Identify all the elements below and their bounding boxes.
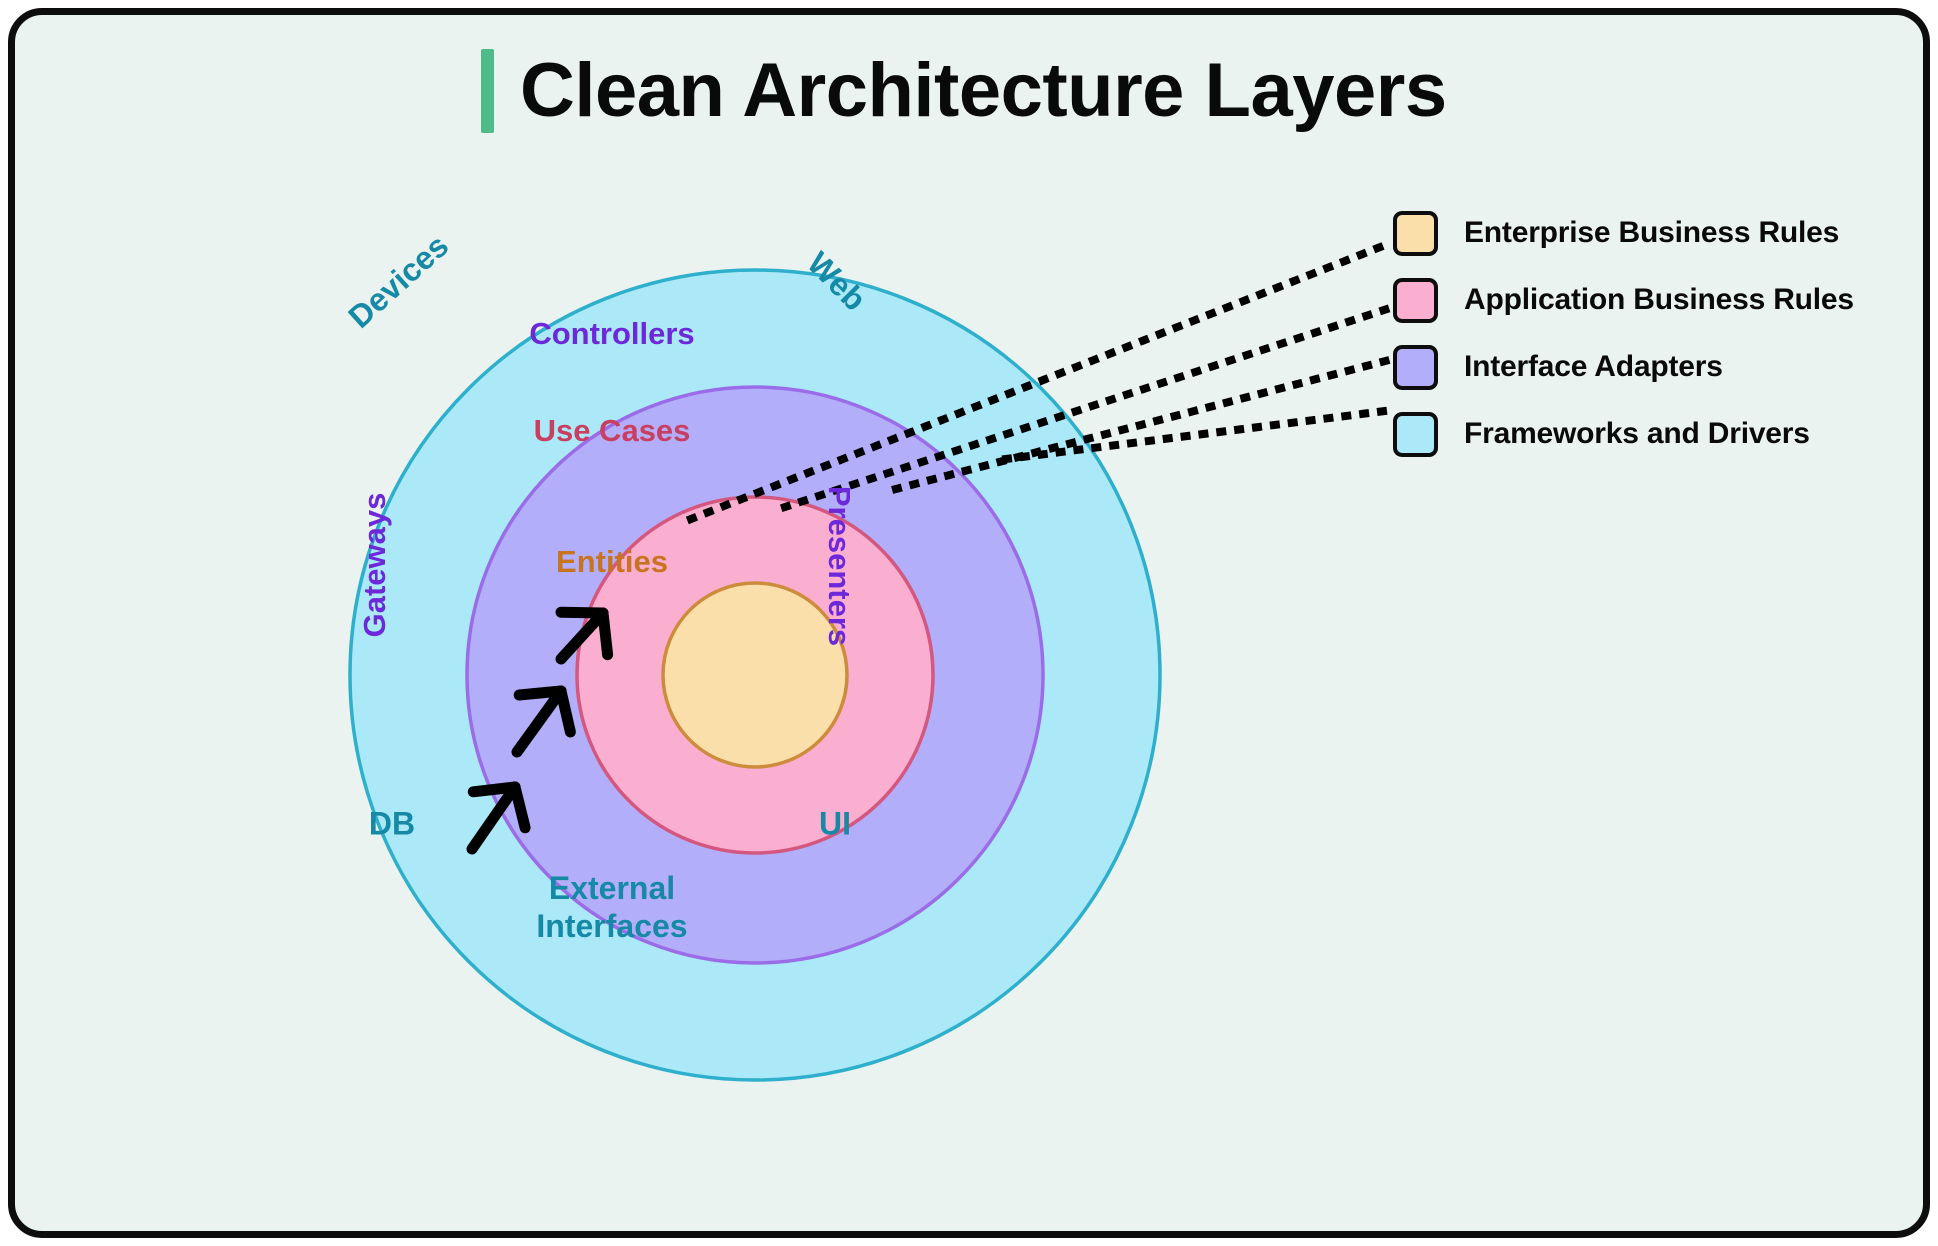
legend-swatch: [1393, 210, 1438, 256]
legend-swatch: [1393, 411, 1438, 457]
legend-item[interactable]: Enterprise Business Rules: [1393, 210, 1854, 256]
dependency-arrow-1: [466, 781, 531, 855]
ring-label-entities: Entities: [556, 544, 668, 579]
legend-swatch: [1393, 277, 1438, 323]
leader-line-enterprise-business-rules: [685, 236, 1399, 525]
dependency-arrow-3: [555, 606, 614, 665]
ring-label-gateways: Gateways: [357, 493, 392, 638]
legend-swatch: [1393, 344, 1438, 390]
dependency-arrows-group: [466, 606, 614, 855]
legend-item[interactable]: Frameworks and Drivers: [1393, 411, 1854, 457]
leader-line-interface-adapters: [891, 354, 1398, 494]
legend-label: Interface Adapters: [1464, 350, 1723, 383]
page-title: Clean Architecture Layers: [520, 48, 1447, 133]
leader-lines-group: [685, 236, 1399, 525]
legend-item[interactable]: Application Business Rules: [1393, 277, 1854, 323]
dependency-arrow-2: [511, 685, 576, 758]
leader-line-application-business-rules: [779, 301, 1399, 513]
ring-label-ui: UI: [819, 805, 851, 841]
legend-label: Enterprise Business Rules: [1464, 216, 1840, 249]
rings-group: [348, 268, 1162, 1082]
page-header: Clean Architecture Layers: [481, 49, 1447, 133]
ring-label-use-cases: Use Cases: [534, 413, 691, 448]
legend-label: Frameworks and Drivers: [1464, 417, 1810, 450]
legend-label: Application Business Rules: [1464, 283, 1854, 316]
ring-label-presenters: Presenters: [822, 486, 857, 646]
ring-label-db: DB: [369, 805, 415, 841]
leader-line-frameworks-and-drivers: [1001, 405, 1398, 464]
legend-item[interactable]: Interface Adapters: [1393, 344, 1854, 390]
ring-label-devices: Devices: [341, 227, 455, 335]
ring-enterprise-business-rules: [661, 581, 849, 769]
title-accent-bar: [481, 49, 494, 133]
ring-label-controllers: Controllers: [529, 316, 694, 351]
